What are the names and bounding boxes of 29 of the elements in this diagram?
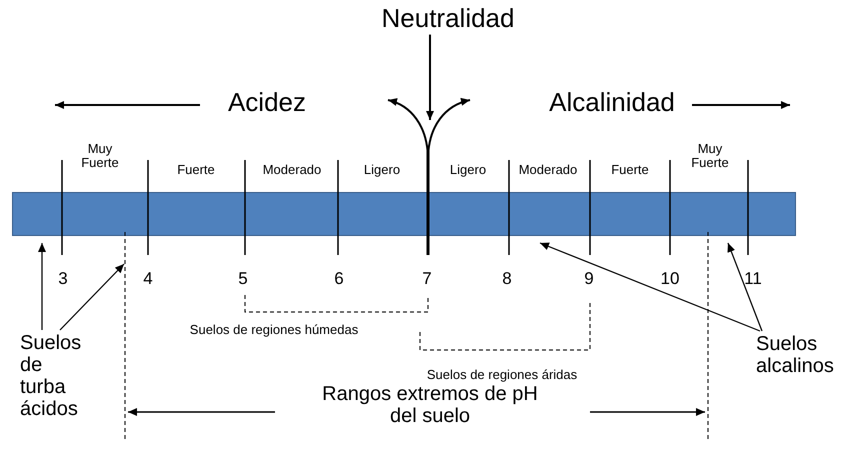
- strength-label: Moderado: [262, 163, 322, 178]
- scale-number: 7: [421, 270, 433, 289]
- strength-label: Ligero: [448, 163, 488, 178]
- range-label: Suelos de regiones húmedas: [188, 323, 360, 338]
- leader-arrow: [727, 242, 763, 332]
- scale-number: 3: [57, 270, 69, 289]
- range-label: Suelos de regiones áridas: [426, 368, 578, 382]
- strength-label: Muy Fuerte: [690, 142, 730, 171]
- scale-number: 6: [333, 270, 345, 289]
- node-label: Neutralidad: [363, 4, 533, 33]
- node-label: Suelos alcalinos: [756, 333, 846, 377]
- node-label: Suelos de turba ácidos: [20, 332, 92, 420]
- scale-number: 9: [583, 270, 595, 289]
- strength-label: Moderado: [518, 163, 578, 178]
- strength-label: Fuerte: [176, 163, 216, 178]
- strength-label: Ligero: [362, 163, 402, 178]
- scale-number: 4: [142, 270, 154, 289]
- arrow: [426, 34, 434, 120]
- ph-scale-bar: [12, 192, 796, 236]
- scale-number: 10: [660, 270, 680, 289]
- scale-number: 5: [237, 270, 249, 289]
- scale-number: 8: [501, 270, 513, 289]
- strength-label: Muy Fuerte: [80, 142, 120, 171]
- leader-arrow: [540, 242, 760, 332]
- leader-arrow: [60, 264, 124, 330]
- strength-label: Fuerte: [610, 163, 650, 178]
- leader-arrow: [38, 243, 46, 330]
- scale-number: 11: [743, 270, 763, 289]
- range-label: Rangos extremos de pH del suelo: [321, 383, 539, 427]
